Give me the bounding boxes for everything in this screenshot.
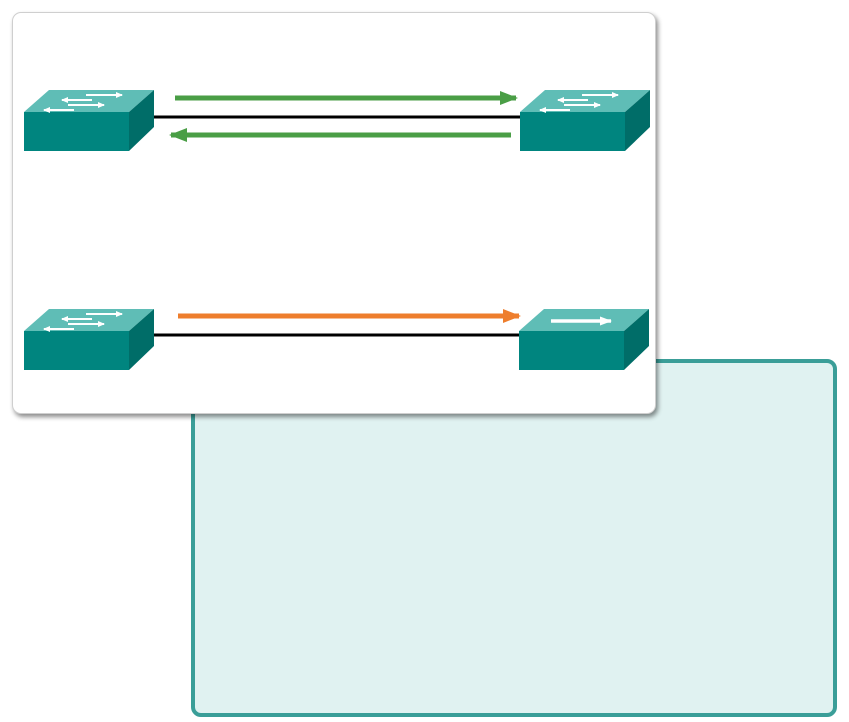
diagram-svg: [24, 90, 650, 370]
hub-icon: [519, 309, 649, 370]
switch-icon: [520, 90, 650, 151]
switch-icon: [24, 90, 154, 151]
note-panel: [191, 359, 837, 717]
diagram-card: [12, 12, 656, 414]
switch-icon: [24, 309, 154, 370]
